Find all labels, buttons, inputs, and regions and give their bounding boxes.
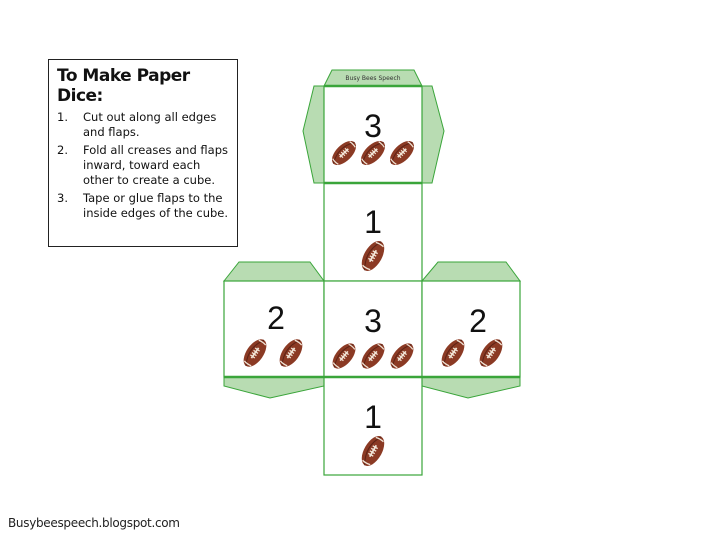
top-left-flap <box>302 85 325 184</box>
instructions-list: 1. Cut out along all edges and flaps. 2.… <box>57 110 229 221</box>
step-number: 2. <box>57 143 68 157</box>
face-number: 2 <box>469 303 487 339</box>
face-right <box>421 280 521 378</box>
right-top-flap <box>420 261 521 282</box>
face-number: 2 <box>267 300 285 336</box>
step-number: 3. <box>57 191 68 205</box>
step-text: Tape or glue flaps to the inside edges o… <box>83 191 229 220</box>
face-number: 1 <box>364 204 382 240</box>
top-right-flap <box>421 85 445 184</box>
instruction-step: 1. Cut out along all edges and flaps. <box>57 110 229 140</box>
face-number: 3 <box>364 108 382 144</box>
instruction-step: 2. Fold all creases and flaps inward, to… <box>57 143 229 188</box>
flaps <box>222 69 521 399</box>
right-bottom-flap <box>421 376 521 399</box>
footer-credit: Busybeespeech.blogspot.com <box>8 516 180 530</box>
face-number: 3 <box>364 303 382 339</box>
step-number: 1. <box>57 110 68 124</box>
fold-lines <box>224 84 520 379</box>
instructions-title: To Make Paper Dice: <box>57 66 190 106</box>
step-text: Fold all creases and flaps inward, towar… <box>83 143 228 187</box>
face-numbers: 3 1 2 3 2 1 <box>267 108 487 435</box>
instruction-step: 3. Tape or glue flaps to the inside edge… <box>57 191 229 221</box>
left-top-flap <box>222 261 325 282</box>
face-number: 1 <box>364 399 382 435</box>
instructions-box: To Make Paper Dice: 1. Cut out along all… <box>48 59 238 247</box>
left-bottom-flap <box>223 376 325 399</box>
brand-label: Busy Bees Speech <box>345 75 400 82</box>
step-text: Cut out along all edges and flaps. <box>83 110 217 139</box>
